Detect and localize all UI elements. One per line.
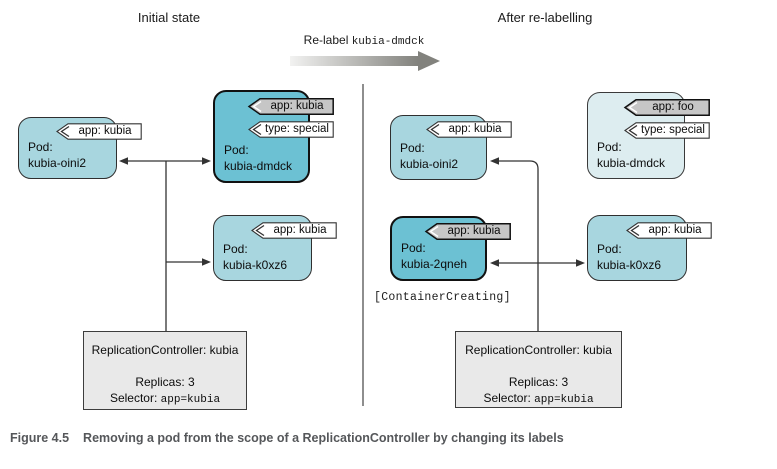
tag-shape-icon (623, 99, 710, 116)
replication-controller-initial: ReplicationController: kubia Replicas: 3… (83, 331, 247, 410)
tag-shape-icon (248, 121, 334, 138)
tag-shape-icon (426, 121, 512, 138)
label-tag-app-foo: app: foo (623, 99, 710, 116)
tag-text: app: kubia (648, 224, 702, 236)
tag-shape-icon (626, 222, 712, 239)
pod-kind: Pod: (28, 140, 53, 154)
pod-text: Pod: kubia-oini2 (400, 140, 458, 172)
label-tag-app-kubia: app: kubia (56, 123, 142, 140)
pod-after-kubia-2qneh: app: kubia Pod: kubia-2qneh (390, 216, 511, 281)
pod-kind: Pod: (597, 140, 622, 154)
label-tag-app-kubia: app: kubia (424, 223, 511, 240)
tag-text: app: kubia (273, 224, 327, 236)
tag-shape-icon (251, 222, 337, 239)
pod-name: kubia-2qneh (401, 257, 468, 271)
rc-selector-label: Selector: (109, 391, 161, 405)
pod-text: Pod: kubia-dmdck (224, 142, 292, 174)
pod-kind: Pod: (400, 141, 425, 155)
pod-initial-kubia-dmdck: app: kubia type: special Pod: kubia-dmdc… (213, 90, 334, 183)
pod-initial-kubia-oini2: app: kubia Pod: kubia-oini2 (18, 117, 142, 179)
tag-text: type: special (265, 123, 329, 135)
tag-text: app: foo (652, 101, 694, 113)
figure-caption-text: Removing a pod from the scope of a Repli… (83, 431, 564, 445)
rc-title: ReplicationController: kubia (91, 343, 239, 357)
figure-caption: Figure 4.5 Removing a pod from the scope … (10, 431, 564, 445)
pod-name: kubia-dmdck (224, 159, 293, 173)
label-tag-app-kubia: app: kubia (251, 222, 337, 239)
figure-caption-label: Figure 4.5 (10, 431, 70, 445)
rc-replicas: Replicas: 3 (508, 375, 569, 389)
pod-name: kubia-k0xz6 (597, 258, 662, 272)
rc-selector-value: app=kubia (160, 394, 221, 406)
pod-after-kubia-k0xz6: app: kubia Pod: kubia-k0xz6 (587, 215, 712, 281)
rc-selector-label: Selector: (483, 391, 535, 405)
pod-kind: Pod: (401, 241, 426, 255)
pod-kind: Pod: (224, 143, 249, 157)
pod-text: Pod: kubia-k0xz6 (597, 241, 661, 273)
label-tag-app-kubia: app: kubia (626, 222, 712, 239)
relabel-arrow-label: Re-label kubia-dmdck (288, 33, 440, 48)
pod-initial-kubia-k0xz6: app: kubia Pod: kubia-k0xz6 (213, 215, 337, 281)
pod-text: Pod: kubia-2qneh (401, 240, 467, 272)
pod-text: Pod: kubia-k0xz6 (223, 241, 287, 273)
label-tag-type-special: type: special (248, 121, 334, 138)
rc-title: ReplicationController: kubia (465, 343, 612, 357)
label-tag-app-kubia: app: kubia (247, 98, 334, 115)
label-tag-app-kubia: app: kubia (426, 121, 512, 138)
pod-name: kubia-oini2 (400, 157, 459, 171)
rc-replicas: Replicas: 3 (135, 375, 195, 389)
tag-text: app: kubia (447, 225, 501, 237)
tag-shape-icon (424, 223, 511, 240)
relabel-label-pod-name: kubia-dmdck (351, 36, 425, 48)
rc-selector: Selector: app=kubia (456, 390, 621, 409)
pod-text: Pod: kubia-dmdck (597, 139, 665, 171)
rc-selector-value: app=kubia (534, 394, 594, 406)
container-creating-status: [ContainerCreating] (374, 291, 511, 304)
pod-name: kubia-k0xz6 (223, 258, 288, 272)
replication-controller-after: ReplicationController: kubia Replicas: 3… (455, 331, 622, 408)
pod-kind: Pod: (223, 242, 248, 256)
right-connector-arrowheads (490, 157, 585, 267)
pod-name: kubia-dmdck (597, 156, 666, 170)
pod-after-kubia-oini2: app: kubia Pod: kubia-oini2 (390, 115, 512, 180)
pod-kind: Pod: (597, 242, 622, 256)
pod-text: Pod: kubia-oini2 (28, 139, 86, 171)
tag-text: app: kubia (448, 123, 502, 135)
relabel-label-prefix: Re-label (303, 33, 352, 47)
tag-text: app: kubia (78, 125, 132, 137)
tag-text: app: kubia (270, 100, 324, 112)
tag-shape-icon (624, 122, 710, 139)
pod-name: kubia-oini2 (28, 156, 87, 170)
left-connector-lines (125, 160, 205, 331)
initial-state-title: Initial state (137, 10, 201, 25)
rc-selector: Selector: app=kubia (84, 390, 246, 409)
tag-text: type: special (641, 124, 705, 136)
relabel-arrow-icon (290, 51, 440, 71)
after-relabel-title: After re-labelling (497, 10, 593, 25)
tag-shape-icon (56, 123, 142, 140)
right-connector-lines (496, 160, 578, 331)
left-connector-arrowheads (119, 157, 211, 266)
tag-shape-icon (247, 98, 334, 115)
pod-after-kubia-dmdck: app: foo type: special Pod: kubia-dmdck (587, 92, 710, 179)
label-tag-type-special: type: special (624, 122, 710, 139)
